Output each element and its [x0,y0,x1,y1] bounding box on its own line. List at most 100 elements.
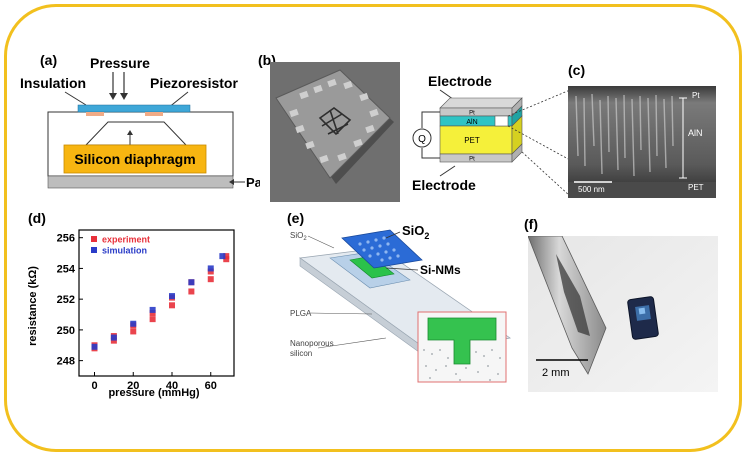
simulation-point [207,265,214,272]
pt-top-label: Pt [469,111,475,117]
panel-c-label: (c) [568,62,586,78]
package-arrowhead [229,179,234,185]
photo-scale-label: 2 mm [542,367,570,379]
piezoresistor-label: Piezoresistor [150,75,238,91]
insulation-label: Insulation [20,75,86,91]
y-tick-label: 252 [57,294,75,306]
simulation-point [169,293,175,300]
charge-meter-icon [412,128,432,148]
needle-and-sensor-photo: 2 mm [528,236,718,392]
y-tick-label: 250 [57,325,75,337]
pet-layer [439,125,513,155]
piezoresistor-left [86,112,104,116]
nanoporous-pointer [317,337,387,349]
plga-label: PLGA [290,309,312,318]
sem-pet-substrate [568,182,716,198]
experiment-point [149,316,156,323]
legend-label-simulation: simulation [102,246,147,256]
pressure-arrowhead-left [109,93,117,100]
experiment-point [169,302,175,309]
circuit-wire-top [421,111,440,128]
experiment-point [130,328,137,335]
simulation-point [149,306,156,313]
package-base [47,175,234,189]
plga-pointer [309,312,373,315]
charge-meter-label: Q [418,134,426,145]
pt-bottom-label: Pt [469,157,475,163]
x-ticks: 0 20 40 60 [91,372,217,392]
zoom-line-top [507,89,570,117]
cavity-arrowhead [127,130,133,135]
simulation-point [219,253,226,260]
panel-e-label: (e) [287,210,305,226]
si-nms-pointer [385,267,419,271]
sio2-lower-label: SiO2 [290,231,307,242]
sem-aln-label: AlN [688,128,703,138]
sem-cross-section-image: Pt AlN PET 500 nm [568,86,716,198]
experiment-point [223,256,230,263]
x-tick-label: 40 [166,380,178,392]
circuit-wire-bottom [421,148,440,159]
x-tick-label: 20 [127,380,139,392]
piezoresistor-right [145,112,163,116]
micro-sensor-chip [627,296,659,340]
simulation-point [130,320,137,327]
sem-scale-label: 500 nm [578,185,605,194]
y-tick-label: 248 [57,356,75,368]
electrode-bottom-pointer [439,165,456,177]
bioresorbable-sensor-diagram: SiO2 SiO2 Si-NMs PLGA Nanoporous silicon [290,223,512,383]
inset-si-nm-tee [427,317,497,365]
pet-label: PET [464,136,480,145]
sio2-lower-pointer [307,235,335,249]
silicon-diaphragm [63,144,207,174]
legend-marker-simulation [91,247,97,253]
sio2-pores [358,236,400,262]
sio2-top-label: SiO2 [402,223,429,241]
sem-background [568,86,716,198]
legend: experiment simulation [91,235,150,256]
x-tick-label: 60 [205,380,217,392]
piezoelectric-layer-diagram: Electrode Electrode Pt AlN PET Pt Q [412,73,570,197]
needle-bevel-opening [556,254,590,336]
sem-pet-label: PET [688,183,704,192]
sem-pt-label: Pt [692,91,700,100]
experiment-point [149,309,156,316]
pt-top-face [439,97,523,109]
simulation-point [188,279,195,286]
y-tick-label: 254 [57,263,76,275]
experiment-point [188,288,195,295]
panel-d-label: (d) [28,210,46,226]
experiment-point [207,268,214,275]
data-points [91,253,230,352]
legend-label-experiment: experiment [102,235,150,245]
panel-a-label: (a) [40,52,58,68]
electrode-bottom-label: Electrode [412,177,476,193]
nanoporous-label-line2: silicon [290,349,312,358]
pt-bottom-layer [439,153,513,163]
hypodermic-needle [528,236,607,375]
panel-f-label: (f) [524,216,538,232]
simulation-point [110,334,117,341]
si-nms-label: Si-NMs [420,263,461,277]
aln-label: AlN [466,119,477,126]
pressure-label: Pressure [90,55,150,71]
y-axis-label: resistance (kΩ) [27,266,39,346]
sensor-chip-photo [270,62,400,202]
experiment-point [207,276,214,283]
insulation-layer [77,104,191,113]
chip-center-pattern [318,107,352,136]
chip-bond-pads [289,78,379,164]
sio2-top-pointer [385,231,401,239]
sem-columnar-grains [575,93,674,177]
pt-top-layer [439,107,513,117]
electrode-top-label: Electrode [428,73,492,89]
legend-marker-experiment [91,236,97,242]
simulation-point [91,343,98,350]
experiment-point [110,337,117,344]
sio2-top-layer [341,229,423,269]
pressure-arrowhead-right [120,93,128,100]
x-tick-label: 0 [91,380,97,392]
x-axis-label: pressure (mmHg) [108,387,199,399]
nanoporous-label-line1: Nanoporous [290,339,334,348]
